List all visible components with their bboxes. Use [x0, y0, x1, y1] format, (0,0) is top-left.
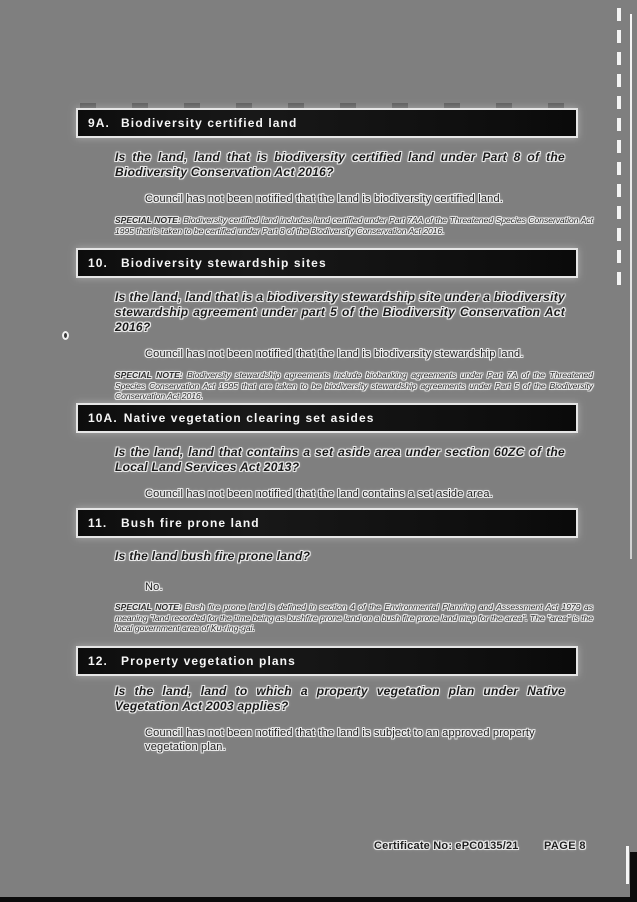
special-note: SPECIAL NOTE: Biodiversity certified lan…	[115, 215, 593, 236]
section-question: Is the land, land that is a biodiversity…	[115, 290, 565, 334]
special-note: SPECIAL NOTE: Bush fire prone land is de…	[115, 602, 593, 634]
section-number: 12.	[88, 654, 108, 668]
section-title: Biodiversity certified land	[121, 116, 298, 130]
special-note: SPECIAL NOTE: Biodiversity stewardship a…	[115, 370, 593, 402]
section-title: Biodiversity stewardship sites	[121, 256, 327, 270]
scan-speck	[62, 331, 69, 340]
scan-scratch-streak	[626, 846, 629, 884]
special-note-text: Biodiversity stewardship agreements incl…	[115, 370, 593, 401]
section-title: Property vegetation plans	[121, 654, 296, 668]
section-header-bar: 10A. Native vegetation clearing set asid…	[78, 405, 576, 431]
scan-scratch-streak	[617, 8, 621, 293]
section-answer: Council has not been notified that the l…	[145, 727, 535, 753]
section-question: Is the land bush fire prone land?	[115, 549, 311, 563]
section-native-vegetation-clearing-set-asides: 10A. Native vegetation clearing set asid…	[78, 405, 594, 501]
section-title: Bush fire prone land	[121, 516, 260, 530]
special-note-label: SPECIAL NOTE:	[115, 602, 182, 612]
scan-edge-shadow	[0, 897, 637, 902]
section-header-bar: 9A. Biodiversity certified land	[78, 110, 576, 136]
section-number: 11.	[88, 516, 108, 530]
section-answer: No.	[145, 581, 163, 593]
section-bush-fire-prone-land: 11. Bush fire prone land Is the land bus…	[78, 510, 594, 634]
scan-edge-shadow	[630, 852, 637, 902]
special-note-label: SPECIAL NOTE:	[115, 370, 183, 380]
scan-scratch-streak	[630, 14, 632, 559]
section-header-bar: 12. Property vegetation plans	[78, 648, 576, 674]
section-property-vegetation-plans: 12. Property vegetation plans Is the lan…	[78, 648, 594, 754]
section-biodiversity-certified-land: 9A. Biodiversity certified land Is the l…	[78, 110, 594, 236]
section-question: Is the land, land that is biodiversity c…	[115, 150, 565, 179]
section-number: 9A.	[88, 116, 110, 130]
section-header-bar: 11. Bush fire prone land	[78, 510, 576, 536]
section-answer: Council has not been notified that the l…	[145, 193, 504, 205]
section-number: 10.	[88, 256, 108, 270]
section-question: Is the land, land to which a property ve…	[115, 684, 565, 713]
footer-page-number: PAGE 8	[544, 840, 586, 852]
section-question: Is the land, land that contains a set as…	[115, 445, 565, 474]
section-answer: Council has not been notified that the l…	[145, 488, 493, 500]
section-header-bar: 10. Biodiversity stewardship sites	[78, 250, 576, 276]
section-biodiversity-stewardship-sites: 10. Biodiversity stewardship sites Is th…	[78, 250, 594, 402]
special-note-text: Biodiversity certified land includes lan…	[115, 215, 593, 236]
special-note-text: Bush fire prone land is defined in secti…	[115, 602, 593, 633]
scan-noise-strip	[80, 103, 580, 108]
section-number: 10A.	[88, 411, 118, 425]
special-note-label: SPECIAL NOTE:	[115, 215, 181, 225]
section-answer: Council has not been notified that the l…	[145, 348, 524, 360]
section-title: Native vegetation clearing set asides	[123, 411, 375, 425]
footer-certificate-number: Certificate No: ePC0135/21	[374, 840, 519, 852]
